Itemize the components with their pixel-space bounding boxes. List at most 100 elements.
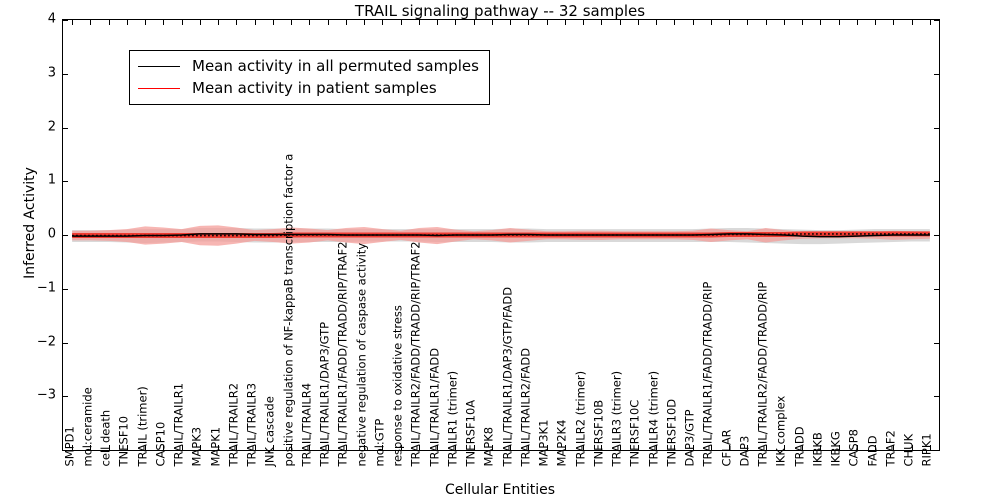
x-tick-mark xyxy=(637,445,639,450)
chart-legend: Mean activity in all permuted samples Me… xyxy=(129,50,490,105)
x-category-label: MAP3K1 xyxy=(536,419,551,467)
x-category-label: TRAILR1 (trimer) xyxy=(445,370,460,467)
x-tick-mark xyxy=(455,445,457,450)
legend-entry-patient: Mean activity in patient samples xyxy=(138,77,479,99)
x-category-label: DAP3/GTP xyxy=(682,409,697,467)
x-tick-mark xyxy=(929,20,931,25)
x-tick-mark xyxy=(929,445,931,450)
y-tick-mark xyxy=(63,342,68,344)
patient-mean-line xyxy=(72,233,930,237)
x-tick-mark xyxy=(272,445,274,450)
x-tick-mark xyxy=(820,445,822,450)
x-category-label: TRAIL/TRAILR3 xyxy=(244,382,259,467)
x-tick-mark xyxy=(309,445,311,450)
x-tick-mark xyxy=(218,20,220,25)
y-tick-label: 3 xyxy=(47,65,56,81)
x-tick-mark xyxy=(437,445,439,450)
x-axis-title: Cellular Entities xyxy=(444,482,556,498)
x-tick-mark xyxy=(218,445,220,450)
x-tick-mark xyxy=(856,445,858,450)
x-category-label: FADD xyxy=(865,435,880,467)
x-category-label: TNFRSF10B xyxy=(591,399,606,467)
x-tick-mark xyxy=(564,20,566,25)
x-tick-mark xyxy=(820,20,822,25)
x-tick-mark xyxy=(163,20,165,25)
x-tick-mark xyxy=(254,20,256,25)
legend-swatch-permuted xyxy=(138,65,180,67)
x-tick-mark xyxy=(345,20,347,25)
x-tick-mark xyxy=(491,20,493,25)
x-category-label: TNFRSF10C xyxy=(627,399,642,467)
x-category-label: positive regulation of NF-kappaB transcr… xyxy=(281,153,296,467)
x-category-label: TRAIL/TRAILR1/FADD/TRADD/RIP/TRAF2 xyxy=(335,241,350,467)
x-tick-mark xyxy=(418,445,420,450)
x-category-label: CASP10 xyxy=(153,421,168,467)
x-category-label: TRAIL/TRAILR1 xyxy=(171,382,186,467)
x-tick-mark xyxy=(108,20,110,25)
x-tick-mark xyxy=(656,20,658,25)
x-tick-mark xyxy=(893,445,895,450)
x-tick-mark xyxy=(528,445,530,450)
y-tick-mark xyxy=(934,181,939,183)
x-tick-mark xyxy=(473,445,475,450)
x-tick-mark xyxy=(747,445,749,450)
x-tick-mark xyxy=(583,20,585,25)
x-tick-mark xyxy=(291,20,293,25)
legend-entry-permuted: Mean activity in all permuted samples xyxy=(138,55,479,77)
x-category-label: TNFSF10 xyxy=(116,415,131,467)
y-tick-label: −1 xyxy=(36,280,56,296)
x-tick-mark xyxy=(510,20,512,25)
x-tick-mark xyxy=(126,20,128,25)
x-tick-mark xyxy=(875,20,877,25)
x-tick-mark xyxy=(108,445,110,450)
x-tick-mark xyxy=(546,445,548,450)
x-tick-mark xyxy=(163,445,165,450)
x-category-label: TRAF2 xyxy=(883,430,898,467)
x-tick-mark xyxy=(327,20,329,25)
x-tick-mark xyxy=(126,445,128,450)
x-tick-mark xyxy=(911,445,913,450)
x-tick-mark xyxy=(802,445,804,450)
x-tick-mark xyxy=(181,445,183,450)
x-category-label: SMPD1 xyxy=(62,426,77,467)
x-category-label: CASP8 xyxy=(846,429,861,467)
x-tick-mark xyxy=(181,20,183,25)
x-category-label: TRAIL/TRAILR1/DAP3/GTP/FADD xyxy=(500,286,515,467)
x-category-label: TNFRSF10A xyxy=(463,399,478,467)
x-tick-mark xyxy=(345,445,347,450)
y-tick-mark xyxy=(63,288,68,290)
x-tick-mark xyxy=(692,20,694,25)
x-tick-mark xyxy=(90,20,92,25)
x-category-label: TRADD xyxy=(792,426,807,467)
x-category-label: TRAIL/TRAILR1/FADD/TRADD/RIP xyxy=(700,281,715,467)
x-category-label: CHUK xyxy=(901,433,916,467)
x-category-label: MAPK1 xyxy=(208,426,223,467)
x-tick-mark xyxy=(601,445,603,450)
y-tick-mark xyxy=(934,396,939,398)
x-tick-mark xyxy=(802,20,804,25)
x-tick-mark xyxy=(72,20,74,25)
x-tick-mark xyxy=(765,445,767,450)
y-tick-label: 2 xyxy=(47,119,56,134)
x-category-label: mol:ceramide xyxy=(80,387,95,467)
x-tick-mark xyxy=(729,445,731,450)
x-category-label: MAP2K4 xyxy=(554,419,569,467)
x-category-label: TRAIL/TRAILR2/FADD xyxy=(518,347,533,467)
x-tick-mark xyxy=(199,20,201,25)
x-tick-mark xyxy=(272,20,274,25)
x-tick-mark xyxy=(674,20,676,25)
y-tick-mark xyxy=(63,127,68,129)
x-tick-mark xyxy=(911,20,913,25)
x-category-label: TRAIL/TRAILR2 xyxy=(226,382,241,467)
x-tick-mark xyxy=(236,445,238,450)
legend-swatch-patient xyxy=(138,87,180,89)
x-tick-mark xyxy=(656,445,658,450)
x-category-label: negative regulation of caspase activity xyxy=(354,242,369,467)
x-tick-mark xyxy=(145,445,147,450)
x-category-label: RIPK1 xyxy=(919,433,934,467)
x-tick-mark xyxy=(199,445,201,450)
x-category-label: TRAIL (trimer) xyxy=(135,386,150,467)
x-category-label: response to oxidative stress xyxy=(390,305,405,467)
x-category-label: mol:GTP xyxy=(372,418,387,467)
